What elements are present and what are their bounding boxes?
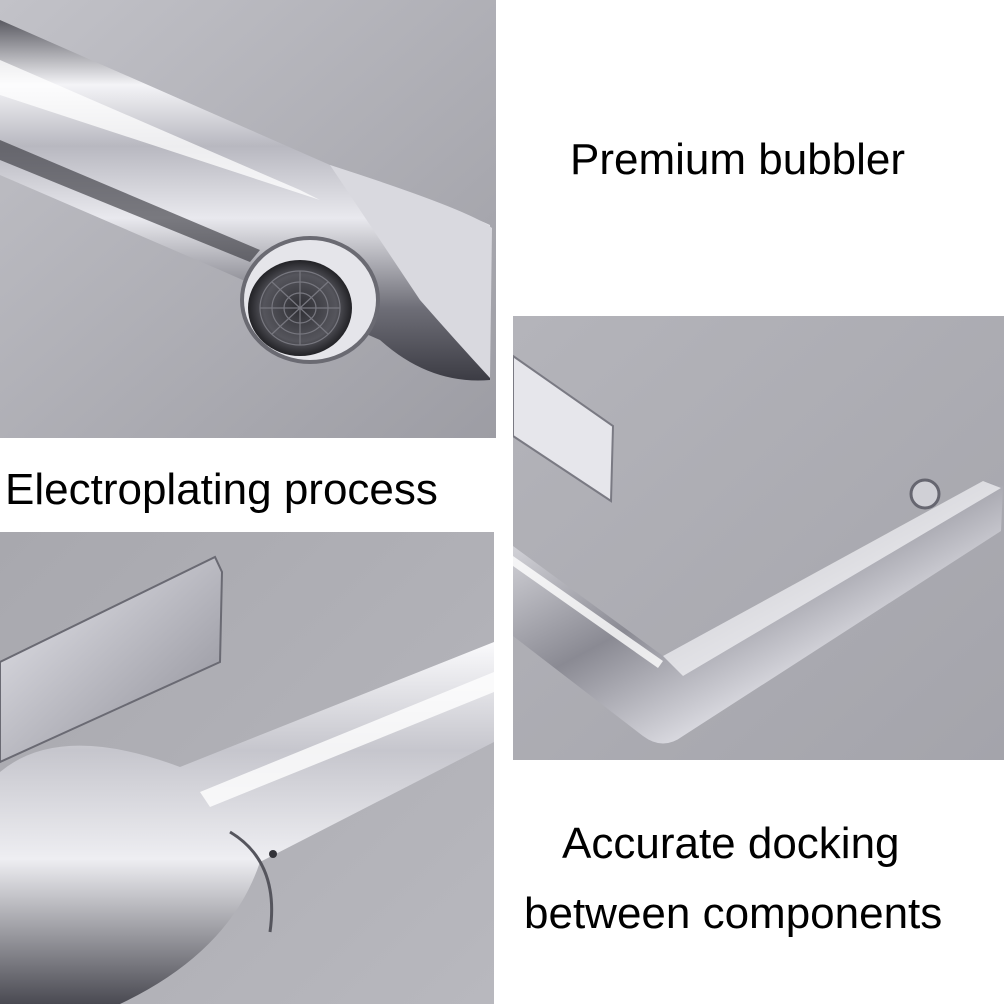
docking-caption-line1: Accurate docking (562, 819, 900, 868)
spout-aerator-closeup-photo (0, 0, 496, 438)
handle-body-closeup-photo (0, 532, 494, 1004)
l-shaped-spout-photo (513, 316, 1004, 760)
docking-caption-line2: between components (524, 889, 943, 938)
premium-bubbler-caption: Premium bubbler (570, 135, 906, 184)
electroplating-caption: Electroplating process (5, 465, 438, 514)
